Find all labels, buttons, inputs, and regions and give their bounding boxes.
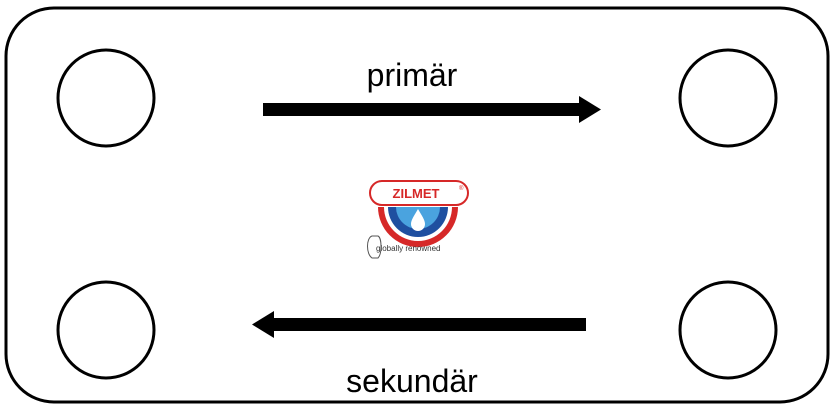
zilmet-logo: ZILMET ® globally renowned	[367, 180, 469, 259]
port-top-right	[678, 48, 778, 148]
logo-badge	[369, 180, 469, 206]
secondary-arrow-shaft	[272, 318, 586, 331]
logo-brand-text: ZILMET	[393, 186, 440, 201]
secondary-arrow-head	[252, 311, 274, 338]
secondary-flow-arrow	[252, 311, 586, 338]
port-bottom-left	[56, 280, 156, 380]
primary-arrow-shaft	[263, 103, 581, 116]
logo-registered-mark: ®	[459, 185, 464, 192]
logo-tagline: globally renowned	[376, 244, 441, 253]
primary-arrow-head	[579, 96, 601, 123]
secondary-label: sekundär	[346, 363, 478, 399]
port-bottom-right	[678, 280, 778, 380]
water-drop-icon	[411, 209, 425, 231]
port-top-left	[56, 48, 156, 148]
primary-label: primär	[367, 57, 458, 93]
primary-flow-arrow	[263, 96, 601, 123]
globe-outline-icon	[367, 235, 382, 259]
plate-outline	[4, 6, 830, 404]
